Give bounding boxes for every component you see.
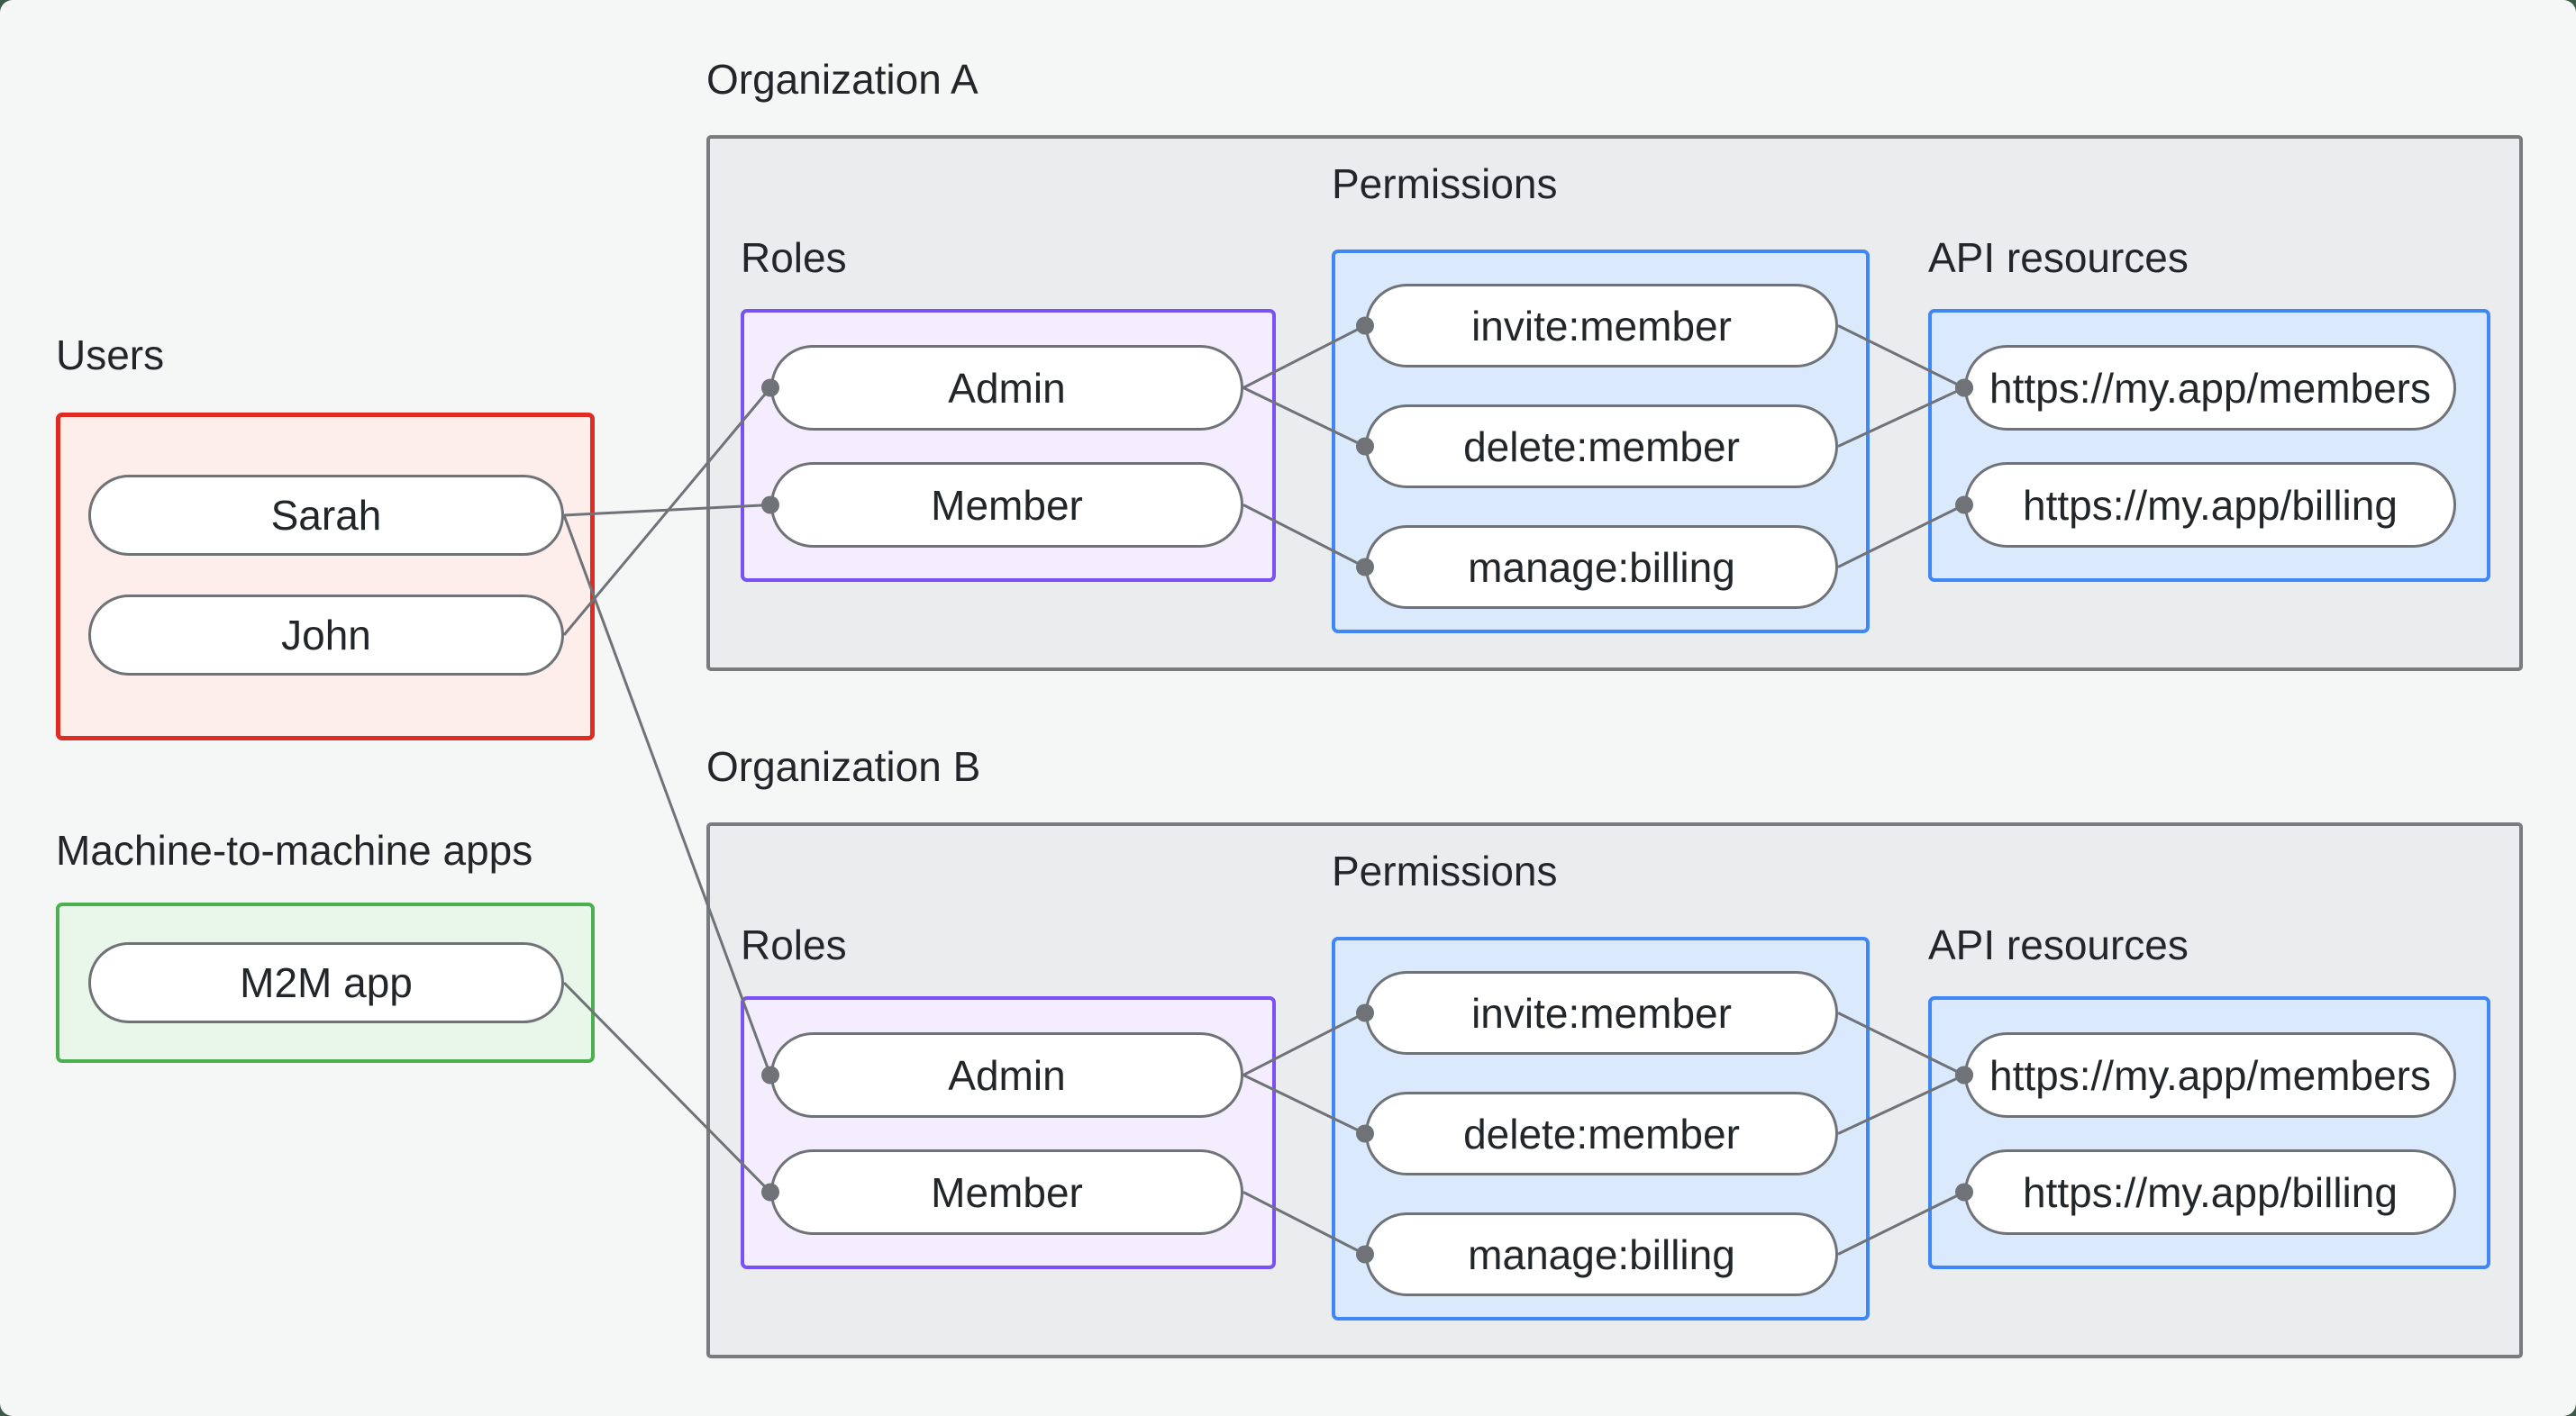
org-b-role-member: Member bbox=[770, 1149, 1243, 1235]
users-group-box bbox=[56, 413, 595, 740]
org-a-api-resources-label: API resources bbox=[1928, 234, 2189, 281]
org-a-api-members: https://my.app/members bbox=[1964, 345, 2456, 431]
org-b-role-admin: Admin bbox=[770, 1032, 1243, 1118]
org-a-role-member: Member bbox=[770, 462, 1243, 548]
org-a-permissions-label: Permissions bbox=[1332, 160, 1558, 207]
org-b-api-members: https://my.app/members bbox=[1964, 1032, 2456, 1118]
m2m-group-label: Machine-to-machine apps bbox=[56, 827, 533, 874]
org-b-api-resources-label: API resources bbox=[1928, 921, 2189, 968]
user-node-sarah: Sarah bbox=[88, 475, 564, 556]
users-group-label: Users bbox=[56, 331, 165, 378]
user-node-john: John bbox=[88, 595, 564, 676]
m2m-app-node: M2M app bbox=[88, 942, 564, 1023]
org-a-permission-delete-member: delete:member bbox=[1365, 404, 1838, 488]
org-a-roles-label: Roles bbox=[741, 234, 847, 281]
org-a-role-admin: Admin bbox=[770, 345, 1243, 431]
org-b-permission-delete-member: delete:member bbox=[1365, 1092, 1838, 1175]
org-b-permission-invite-member: invite:member bbox=[1365, 971, 1838, 1055]
org-a-label: Organization A bbox=[706, 56, 979, 103]
org-a-api-billing: https://my.app/billing bbox=[1964, 462, 2456, 548]
org-b-permission-manage-billing: manage:billing bbox=[1365, 1212, 1838, 1296]
org-a-permission-manage-billing: manage:billing bbox=[1365, 525, 1838, 609]
org-a-permission-invite-member: invite:member bbox=[1365, 284, 1838, 368]
org-b-permissions-label: Permissions bbox=[1332, 848, 1558, 894]
org-b-roles-label: Roles bbox=[741, 921, 847, 968]
org-b-api-billing: https://my.app/billing bbox=[1964, 1149, 2456, 1235]
org-b-label: Organization B bbox=[706, 743, 981, 790]
